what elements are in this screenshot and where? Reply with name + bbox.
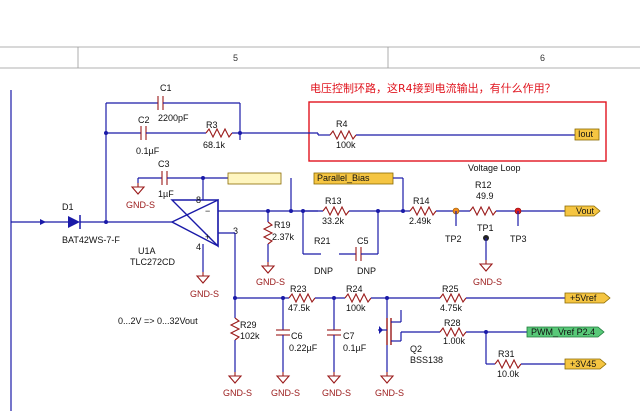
u1a-opamp: − + 8 4 3 GND-S U1A TLC272CD xyxy=(130,195,238,299)
r21-value: DNP xyxy=(314,266,333,276)
r29-ref: R29 xyxy=(240,320,257,330)
vref5-port xyxy=(564,292,611,304)
u1a-ref: U1A xyxy=(138,246,156,256)
column-number-5: 5 xyxy=(233,53,238,63)
tp2-label: TP2 xyxy=(445,234,462,244)
column-number-6: 6 xyxy=(540,53,545,63)
u1a-pin3: 3 xyxy=(233,226,238,236)
iout-port: Iout xyxy=(574,128,600,141)
r31-value: 10.0k xyxy=(497,369,520,379)
r12-ref: R12 xyxy=(475,180,492,190)
r4-value: 100k xyxy=(336,140,356,150)
output-chain: R14 2.49k TP2 R12 49.9 TP3 TP1 GND-S Vou… xyxy=(409,180,601,287)
tp1-gnd-label: GND-S xyxy=(473,277,502,287)
d1-value: BAT42WS-7-F xyxy=(62,235,120,245)
u1a-plus: + xyxy=(205,232,210,242)
sheet-header: 5 6 xyxy=(0,46,640,69)
r13-ref: R13 xyxy=(325,196,342,206)
r19-gnd-label: GND-S xyxy=(256,277,285,287)
r28-value: 1.00k xyxy=(443,336,466,346)
r23-ref: R23 xyxy=(290,284,307,294)
r23-value: 47.5k xyxy=(288,303,311,313)
reference-network: R23 47.5k R24 100k R25 4.75k +5Vref R29 … xyxy=(218,232,611,398)
parallel-bias-label: Parallel_Bias xyxy=(317,173,370,183)
tp1-label: TP1 xyxy=(477,223,494,233)
q2-ref: Q2 xyxy=(410,344,422,354)
c3-value: 1µF xyxy=(158,189,174,199)
parallel-bias-port: Parallel_Bias xyxy=(313,172,405,213)
c7-gnd-label: GND-S xyxy=(322,388,351,398)
u1a-minus: − xyxy=(205,206,210,216)
r28-ref: R28 xyxy=(444,318,461,328)
c5-ref: C5 xyxy=(357,236,369,246)
r29-value: 102k xyxy=(240,331,260,341)
r14-ref: R14 xyxy=(413,196,430,206)
r13-value: 33.2k xyxy=(322,216,345,226)
voltage-feedback-path: GND-S R19 2.37k R13 33.2k R21 DNP C5 DNP xyxy=(218,133,410,287)
d1-ref: D1 xyxy=(62,202,74,212)
r25-value: 4.75k xyxy=(440,303,463,313)
r25-ref: R25 xyxy=(442,284,459,294)
q2-gnd-label: GND-S xyxy=(375,388,404,398)
r29-gnd-label: GND-S xyxy=(223,388,252,398)
u1a-value: TLC272CD xyxy=(130,257,176,267)
r31-ref: R31 xyxy=(498,349,515,359)
c2-value: 0.1µF xyxy=(136,146,160,156)
c6-value: 0.22µF xyxy=(289,343,318,353)
c6-gnd-label: GND-S xyxy=(271,388,300,398)
pwm-vref-port xyxy=(526,326,605,338)
u1a-gnd-label: GND-S xyxy=(190,289,219,299)
r12-value: 49.9 xyxy=(476,191,494,201)
r3-value: 68.1k xyxy=(203,140,226,150)
v3v45-port xyxy=(564,358,607,370)
vout-port xyxy=(564,205,601,217)
c2-ref: C2 xyxy=(138,115,150,125)
r19-value: 2.37k xyxy=(272,232,295,242)
blank-net-label xyxy=(227,172,282,185)
v3v45-label: +3V45 xyxy=(570,359,596,369)
c1-value: 2200pF xyxy=(158,113,189,123)
r24-value: 100k xyxy=(346,303,366,313)
c1-ref: C1 xyxy=(160,83,172,93)
r4-resistor: R4 100k xyxy=(318,119,575,150)
r19-ref: R19 xyxy=(274,220,291,230)
voltage-loop-label: Voltage Loop xyxy=(468,163,521,173)
annotation-question: 电压控制环路，这R4接到电流输出，有什么作用？ xyxy=(310,81,556,95)
r24-ref: R24 xyxy=(346,284,363,294)
c7-ref: C7 xyxy=(343,331,355,341)
pwm-vref-label: PWM_Vref P2.4 xyxy=(531,327,595,337)
u1a-pin4: 4 xyxy=(196,242,201,252)
vout-label: Vout xyxy=(576,206,595,216)
tp3-label: TP3 xyxy=(510,234,527,244)
highlight-box xyxy=(308,101,607,162)
q2-value: BSS138 xyxy=(410,355,443,365)
vref5-label: +5Vref xyxy=(570,293,597,303)
r4-ref: R4 xyxy=(336,119,348,129)
c3-capacitor: GND-S C3 1µF xyxy=(126,159,282,210)
c3-ref: C3 xyxy=(158,159,170,169)
u1a-pin8: 8 xyxy=(196,195,201,205)
c7-value: 0.1µF xyxy=(343,343,367,353)
range-note: 0...2V => 0...32Vout xyxy=(118,316,198,326)
feedback-network: C1 2200pF C2 0.1µF R3 68.1k xyxy=(104,83,319,212)
r14-value: 2.49k xyxy=(409,216,432,226)
c6-ref: C6 xyxy=(291,331,303,341)
r3-ref: R3 xyxy=(206,120,218,130)
r21-ref: R21 xyxy=(314,236,331,246)
d1-diode: D1 BAT42WS-7-F xyxy=(11,202,172,245)
c3-gnd-label: GND-S xyxy=(126,200,155,210)
c5-value: DNP xyxy=(357,266,376,276)
iout-label: Iout xyxy=(578,129,594,139)
